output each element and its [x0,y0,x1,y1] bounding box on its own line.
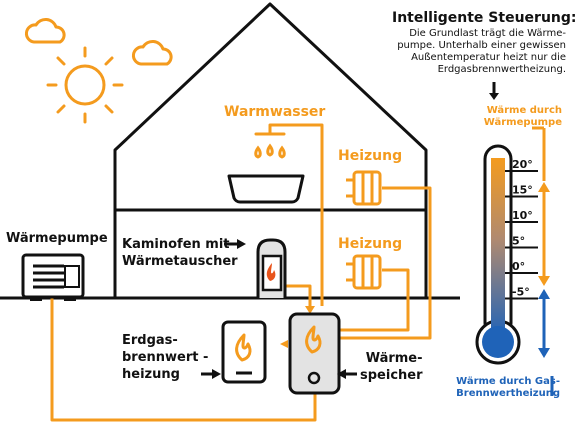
arrow-left-icon [337,369,346,379]
thermometer-scale: 20° 15° 10° 5° 0° -5° [505,158,538,300]
arrow-down-icon [489,93,499,100]
label-line: Wärme durch [486,105,562,116]
arrow-right-icon [212,369,221,379]
label-line: Erdgas- [122,333,178,348]
label-waerme-durch-gas: Wärme durch Gas- Brennwertheizung [456,376,560,400]
scale-label: 0° [512,260,525,273]
scale-label: 10° [512,209,533,222]
heating-pipes [50,123,432,422]
house-outline [113,2,428,298]
cloud-icon [132,40,173,66]
heat-pump-unit-icon [21,253,85,301]
header-line: Erdgasbrennwertheizung. [437,64,566,75]
scale-label: 20° [512,158,533,171]
thermometer [475,144,521,365]
shower-icon [254,123,286,159]
cloud-icon [25,18,66,44]
range-arrow-gas [538,289,550,299]
header-line: Außentemperatur heizt nur die [411,52,566,63]
label-erdgas-brennwertheizung: Erdgas- brennwert - heizung [122,332,208,383]
header-description: Die Grundlast trägt die Wärme- pumpe. Un… [397,28,566,76]
label-waermepumpe: Wärmepumpe [6,231,108,246]
label-line: Wärmetauscher [122,254,238,269]
heat-storage-tank-icon [288,312,341,395]
range-arrow-heat-pump [538,276,550,286]
scale-label: 15° [512,184,533,197]
header-line: Die Grundlast trägt die Wärme- [409,28,566,39]
label-line: Brennwertheizung [456,388,560,399]
bathtub-icon [227,174,305,204]
label-line: speicher [360,368,423,383]
range-arrow-gas [538,348,550,358]
label-warmwasser: Warmwasser [224,104,326,120]
label-line: Wärme- [365,351,423,366]
scale-label: 5° [512,235,525,248]
arrow-right-icon [237,239,246,249]
sun-icon [46,46,124,124]
range-arrow-heat-pump [538,182,550,192]
fireplace-stove-icon [256,238,287,298]
label-heizung-lower: Heizung [338,236,403,252]
header-line: pumpe. Unterhalb einer gewissen [397,40,566,51]
scale-label: -5° [512,286,530,299]
label-waermespeicher: Wärme- speicher [360,350,423,384]
gas-boiler-icon [221,320,267,384]
label-line: Kaminofen mit [122,237,230,252]
label-line: heizung [122,367,180,382]
label-line: Wärme durch Gas- [456,376,560,387]
label-kaminofen: Kaminofen mit Wärmetauscher [122,236,238,270]
label-waerme-durch-waermepumpe: Wärme durch Wärmepumpe [484,105,562,129]
label-heizung-upper: Heizung [338,148,403,164]
radiator-icon [346,254,382,290]
radiator-icon [346,170,382,206]
label-line: Wärmepumpe [483,117,562,128]
header-title: Intelligente Steuerung: [392,10,577,26]
pipe-arrows [280,306,315,348]
label-line: brennwert - [122,350,209,365]
